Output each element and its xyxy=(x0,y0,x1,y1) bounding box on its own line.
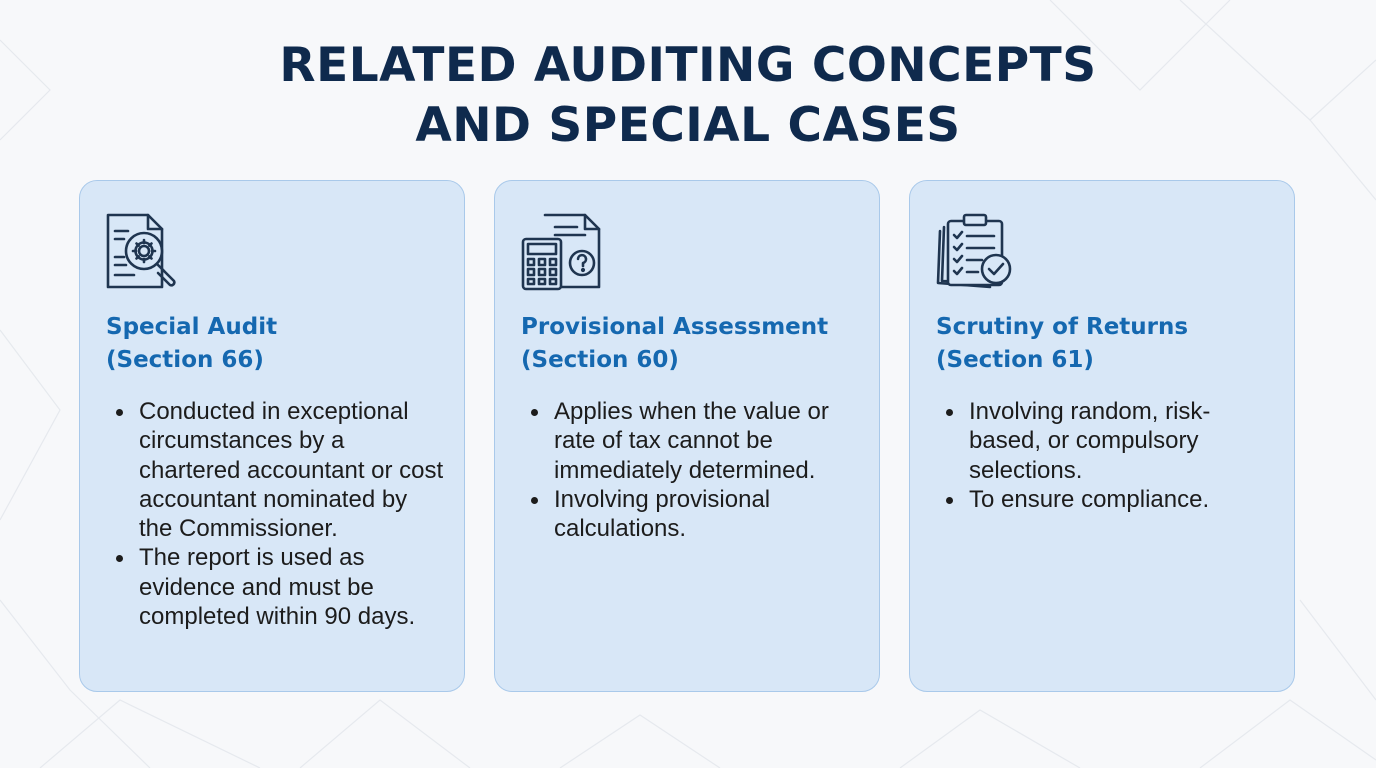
card-heading: Provisional Assessment (Section 60) xyxy=(521,311,871,377)
card-heading-section: (Section 60) xyxy=(521,347,679,373)
card-provisional-assessment: Provisional Assessment (Section 60) Appl… xyxy=(494,180,880,692)
document-magnifier-gear-icon xyxy=(106,213,176,289)
card-heading-section: (Section 61) xyxy=(936,347,1094,373)
bullet-list: Applies when the value or rate of tax ca… xyxy=(521,397,861,543)
page-title-line-1: RELATED AUDITING CONCEPTS xyxy=(279,38,1097,93)
card-heading-section: (Section 66) xyxy=(106,347,264,373)
bullet-item: To ensure compliance. xyxy=(936,485,1276,514)
card-heading: Scrutiny of Returns (Section 61) xyxy=(936,311,1286,377)
card-heading-title: Special Audit xyxy=(106,314,278,340)
bullet-list: Conducted in exceptional circumstances b… xyxy=(106,397,446,631)
card-scrutiny-of-returns: Scrutiny of Returns (Section 61) Involvi… xyxy=(909,180,1295,692)
page-title: RELATED AUDITING CONCEPTS AND SPECIAL CA… xyxy=(0,36,1376,156)
bullet-list: Involving random, risk-based, or compuls… xyxy=(936,397,1276,514)
calculator-document-question-icon xyxy=(521,213,601,291)
bullet-item: The report is used as evidence and must … xyxy=(106,543,446,631)
bullet-item: Applies when the value or rate of tax ca… xyxy=(521,397,861,485)
card-heading-title: Provisional Assessment xyxy=(521,314,829,340)
card-heading-title: Scrutiny of Returns xyxy=(936,314,1189,340)
page-title-line-2: AND SPECIAL CASES xyxy=(415,98,961,153)
clipboard-checklist-icon xyxy=(936,213,1012,289)
bullet-item: Involving provisional calculations. xyxy=(521,485,861,544)
bullet-item: Involving random, risk-based, or compuls… xyxy=(936,397,1276,485)
card-heading: Special Audit (Section 66) xyxy=(106,311,456,377)
bullet-item: Conducted in exceptional circumstances b… xyxy=(106,397,446,543)
card-special-audit: Special Audit (Section 66) Conducted in … xyxy=(79,180,465,692)
